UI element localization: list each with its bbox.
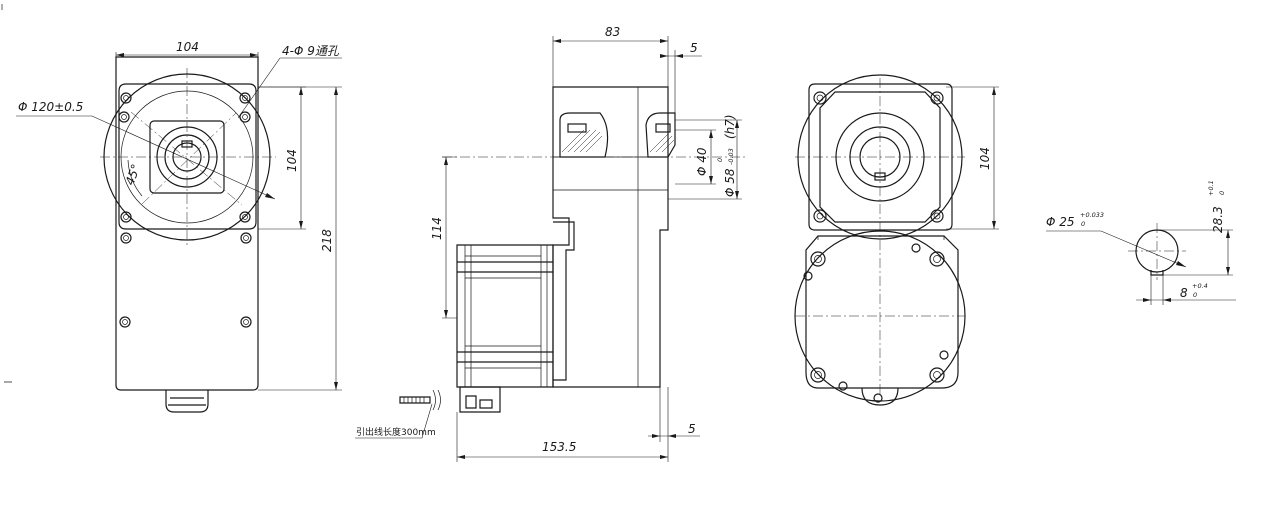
front-cable-gland xyxy=(165,390,209,413)
key-height-label: 28.3 xyxy=(1211,206,1225,233)
side-motor-ribs xyxy=(464,245,548,387)
front-diagonal-lines xyxy=(130,111,243,206)
angle-arc xyxy=(127,159,143,197)
rear-lower-centerlines xyxy=(795,240,965,395)
rear-lower-holes xyxy=(803,243,949,391)
front-housing-outline xyxy=(115,56,259,391)
side-bearing-left xyxy=(567,123,587,133)
dim-5-bottom-label: 5 xyxy=(688,422,696,436)
front-height-104-label: 104 xyxy=(285,149,299,172)
dim-40-line xyxy=(675,129,716,185)
rear-cable-exit xyxy=(861,387,899,406)
shaft-detail-key xyxy=(1150,270,1164,276)
dim-114-label: 114 xyxy=(430,217,444,240)
shaft-dia-tol-upper: +0.033 xyxy=(1080,211,1104,219)
dim-58-tol-upper: 0 xyxy=(716,158,724,162)
shaft-dia-leader xyxy=(1046,230,1187,268)
front-width-dim-line xyxy=(115,52,259,57)
key-width-label: 8 xyxy=(1180,286,1188,300)
front-height-218-dim-line xyxy=(258,86,342,391)
dim-58-label: Φ 58 xyxy=(723,168,737,197)
side-cable-strands xyxy=(403,397,425,403)
rear-square-flange xyxy=(808,83,953,231)
side-motor-bands xyxy=(457,261,553,363)
side-view: 引出线长度300mm 83 5 Φ 40 Φ 58 0 -0.03 (h7) 1… xyxy=(355,25,745,462)
side-motor-body xyxy=(456,244,554,388)
dim-153-label: 153.5 xyxy=(542,440,576,454)
dim-58-tol-lower: -0.03 xyxy=(727,148,735,165)
rear-height-104-label: 104 xyxy=(978,147,992,170)
front-centerlines xyxy=(100,68,276,245)
front-square-flange xyxy=(118,83,257,230)
shaft-dia-label: Φ 25 xyxy=(1046,215,1075,229)
key-width-tol-upper: +0.4 xyxy=(1192,282,1208,290)
shaft-detail: Φ 25 +0.033 0 28.3 +0.1 0 8 +0.4 0 xyxy=(1046,180,1236,305)
side-cable xyxy=(399,396,431,404)
cable-note-leader xyxy=(355,403,433,439)
shaft-detail-centerlines xyxy=(1128,223,1186,280)
side-hatching xyxy=(561,129,675,153)
key-width-tol-lower: 0 xyxy=(1193,291,1197,299)
side-bearing-right xyxy=(655,123,671,133)
side-motor-flange xyxy=(553,221,575,381)
rear-view: 104 xyxy=(794,74,999,406)
dim-40-label: Φ 40 xyxy=(695,147,709,176)
hole-note-leader xyxy=(237,57,342,119)
angle-label: 45° xyxy=(123,162,143,187)
dim-83-label: 83 xyxy=(605,25,620,39)
rear-inner-square xyxy=(819,91,941,223)
rear-cable-screw xyxy=(873,393,883,403)
rear-upper-holes xyxy=(813,91,944,223)
side-motor-fins xyxy=(465,255,541,369)
rear-upper-centerlines xyxy=(795,78,965,238)
side-shaft-section xyxy=(559,112,676,158)
dim-114-line xyxy=(442,156,457,319)
front-view: 104 4-Φ 9通孔 Φ 120±0.5 45° 104 218 xyxy=(16,40,342,413)
dim-58-line xyxy=(668,119,742,200)
rear-motor-notches xyxy=(817,236,945,240)
dim-5-top-line xyxy=(660,50,702,113)
side-cable-box xyxy=(459,386,501,413)
dim-5-top-label: 5 xyxy=(690,41,698,55)
front-mounting-holes xyxy=(118,92,252,328)
corner-marks xyxy=(1,4,12,383)
front-height-218-label: 218 xyxy=(320,229,334,252)
flange-dia-leader xyxy=(16,115,276,200)
front-width-label: 104 xyxy=(176,40,199,54)
dim-58-fit: (h7) xyxy=(723,114,737,139)
rear-height-104-dim-line xyxy=(946,86,999,230)
side-cable-break xyxy=(432,389,441,411)
flange-dia-label: Φ 120±0.5 xyxy=(18,100,83,114)
dim-153-line xyxy=(456,387,669,462)
shaft-dia-tol-lower: 0 xyxy=(1081,220,1085,228)
key-height-tol-upper: +0.1 xyxy=(1207,180,1215,196)
cable-note-label: 引出线长度300mm xyxy=(356,426,436,438)
key-height-tol-lower: 0 xyxy=(1218,191,1226,195)
rear-motor-housing xyxy=(805,235,959,389)
hole-note-label: 4-Φ 9通孔 xyxy=(282,44,340,58)
dim-83-line xyxy=(552,36,669,87)
